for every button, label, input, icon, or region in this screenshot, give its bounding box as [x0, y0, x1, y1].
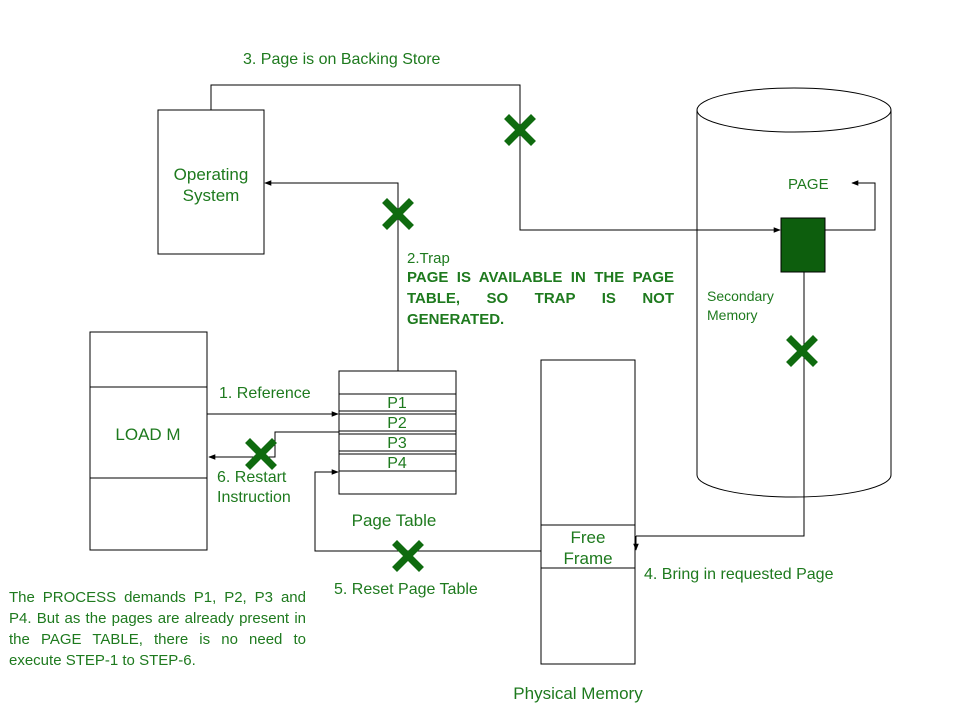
process-box — [89, 331, 208, 551]
cross-icon-step4 — [786, 335, 818, 367]
os-label-line1: Operating — [174, 165, 249, 184]
trap-label: 2.Trap — [407, 250, 450, 267]
secondary-memory-label-line1: Secondary — [707, 288, 774, 304]
restart-label-line1: 6. Restart — [217, 469, 287, 486]
page-p3-label: P3 — [387, 435, 407, 452]
bring-page-label: 4. Bring in requested Page — [644, 566, 834, 583]
secondary-memory-cylinder-body — [696, 110, 892, 498]
page-p2-label: P2 — [387, 415, 407, 432]
restart-label-line2: Instruction — [217, 489, 291, 506]
operating-system-box — [157, 109, 265, 255]
step5-reset-arrow — [314, 469, 541, 552]
page-label: PAGE — [788, 176, 829, 193]
load-m-label: LOAD M — [115, 425, 180, 444]
secondary-memory-cylinder-top — [696, 87, 892, 133]
os-label-line2: System — [183, 186, 240, 205]
cross-icon-step6 — [245, 438, 277, 470]
step3-arrow — [210, 84, 781, 233]
reference-label: 1. Reference — [219, 385, 311, 402]
step4-bring-line — [636, 272, 805, 537]
reset-page-table-label: 5. Reset Page Table — [334, 581, 478, 598]
cross-icon-step3 — [504, 114, 536, 146]
page-p4-label: P4 — [387, 455, 407, 472]
page-table-label: Page Table — [352, 511, 437, 530]
step3-label: 3. Page is on Backing Store — [243, 51, 441, 68]
trap-note: PAGE IS AVAILABLE IN THE PAGE TABLE, SO … — [407, 269, 674, 328]
cross-icon-step5 — [392, 540, 424, 572]
cross-icon-step2 — [382, 198, 414, 230]
page-table-box — [338, 370, 457, 495]
process-note: The PROCESS demands P1, P2, P3 and P4. B… — [9, 589, 306, 669]
free-frame-label-line1: Free — [571, 528, 606, 547]
free-frame-label-line2: Frame — [563, 549, 612, 568]
secondary-memory-label-line2: Memory — [707, 307, 758, 323]
physical-memory-box — [540, 359, 636, 665]
page-p1-label: P1 — [387, 395, 407, 412]
page-loop-arrow — [825, 180, 876, 231]
physical-memory-label: Physical Memory — [513, 684, 643, 703]
page-block — [780, 217, 826, 273]
step2-trap-arrow — [264, 180, 399, 371]
